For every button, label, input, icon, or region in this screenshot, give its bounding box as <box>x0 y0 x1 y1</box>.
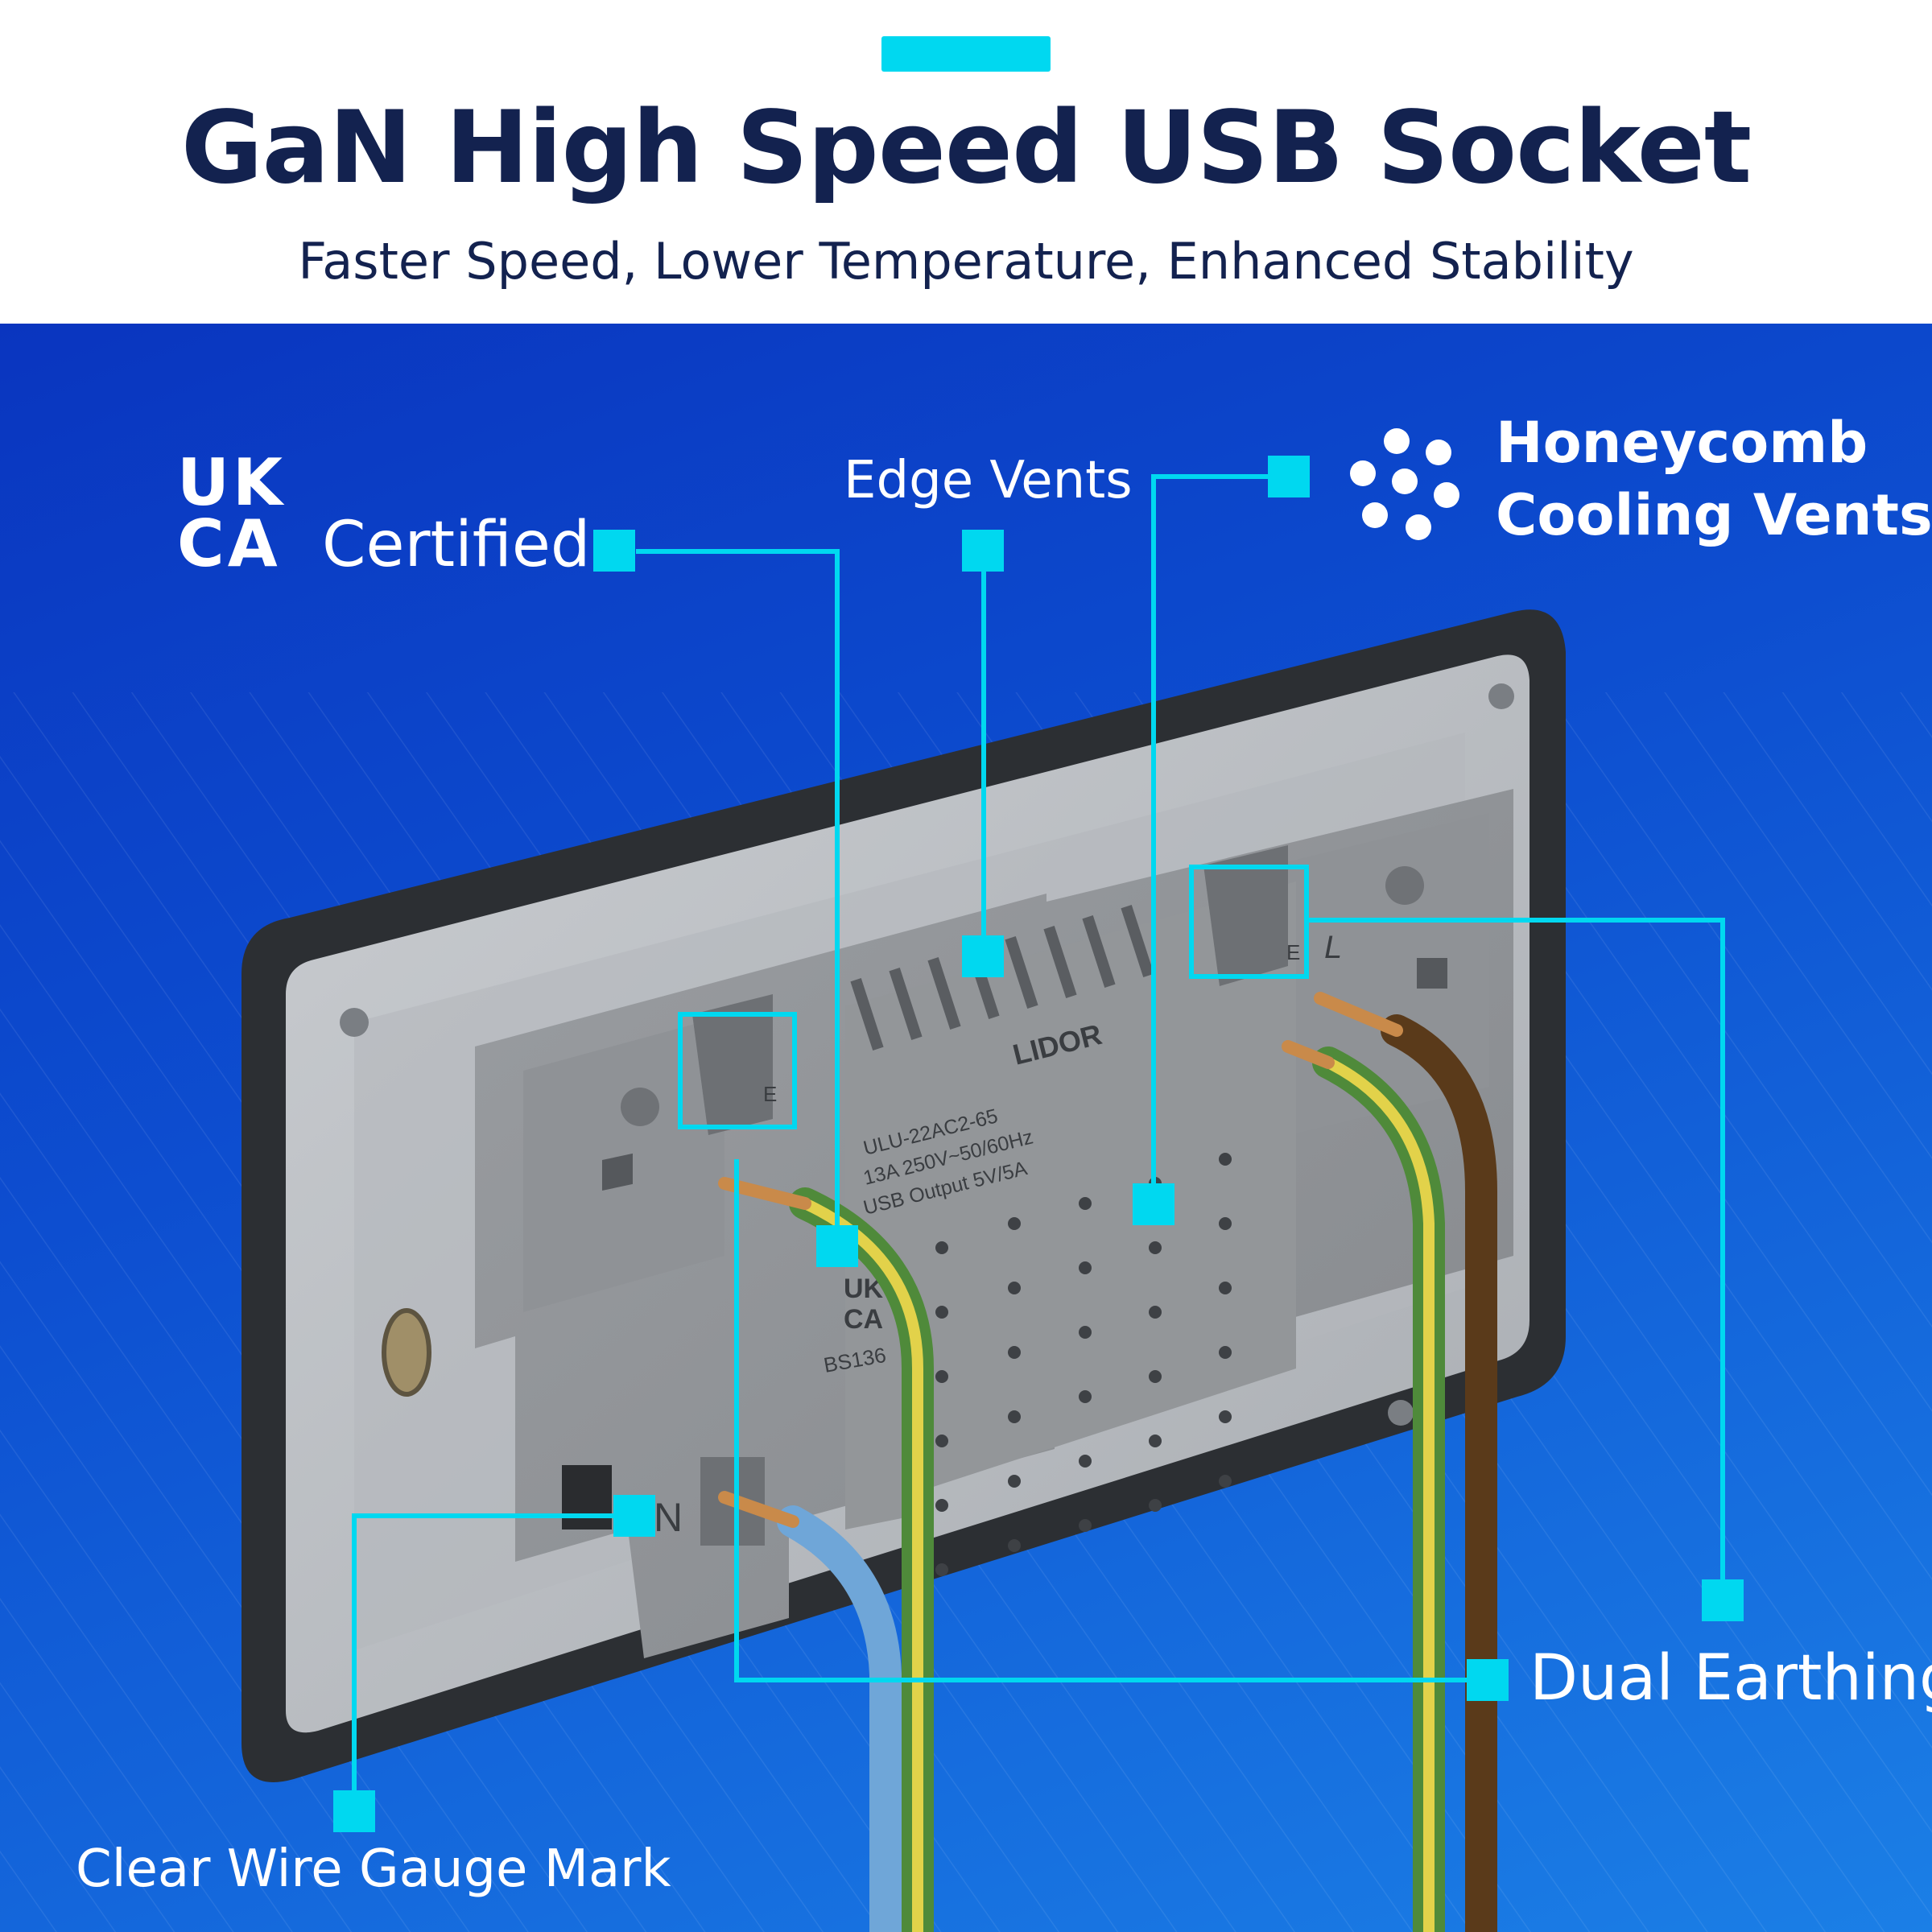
page-subtitle: Faster Speed, Lower Temperature, Enhance… <box>298 232 1634 291</box>
honeycomb-vent-holes <box>935 1153 1232 1576</box>
callout-leaders <box>352 474 1725 1811</box>
ukca-certified-icon <box>175 782 296 903</box>
ukca-badge-line2: CA <box>177 506 281 581</box>
wire-gauge-mark-label: Clear Wire Gauge Mark <box>76 1839 671 1899</box>
edge-vents-label: Edge Vents <box>844 451 1133 510</box>
callout-markers <box>333 456 1744 1832</box>
dual-earthing-label: Dual Earthing <box>1530 1642 1932 1715</box>
terminal-n: N <box>654 1495 683 1540</box>
ukca-badge-line1: UK <box>177 445 286 520</box>
honeycomb-label-line1: Honeycomb <box>1496 410 1868 476</box>
accent-bar <box>881 36 1051 72</box>
terminal-l: L <box>1324 930 1342 965</box>
module-ukca-line2: CA <box>844 1304 883 1335</box>
ukca-certified-label: Certified <box>322 509 591 581</box>
socket-illustration: LIDOR ULU-22AC2-65 13A 250V~50/60Hz USB … <box>0 428 1932 1932</box>
terminal-e-right: E <box>1286 940 1300 964</box>
product-panel: LIDOR ULU-22AC2-65 13A 250V~50/60Hz USB … <box>0 324 1932 1932</box>
honeycomb-cooling-vents-label: Honeycomb Cooling Vents <box>1496 407 1932 551</box>
honeycomb-label-line2: Cooling Vents <box>1496 482 1932 548</box>
page-title: GaN High Speed USB Socket <box>180 90 1752 206</box>
honeycomb-icon <box>1350 428 1459 540</box>
terminal-e-left: E <box>763 1082 777 1106</box>
header: GaN High Speed USB Socket Faster Speed, … <box>0 0 1932 324</box>
